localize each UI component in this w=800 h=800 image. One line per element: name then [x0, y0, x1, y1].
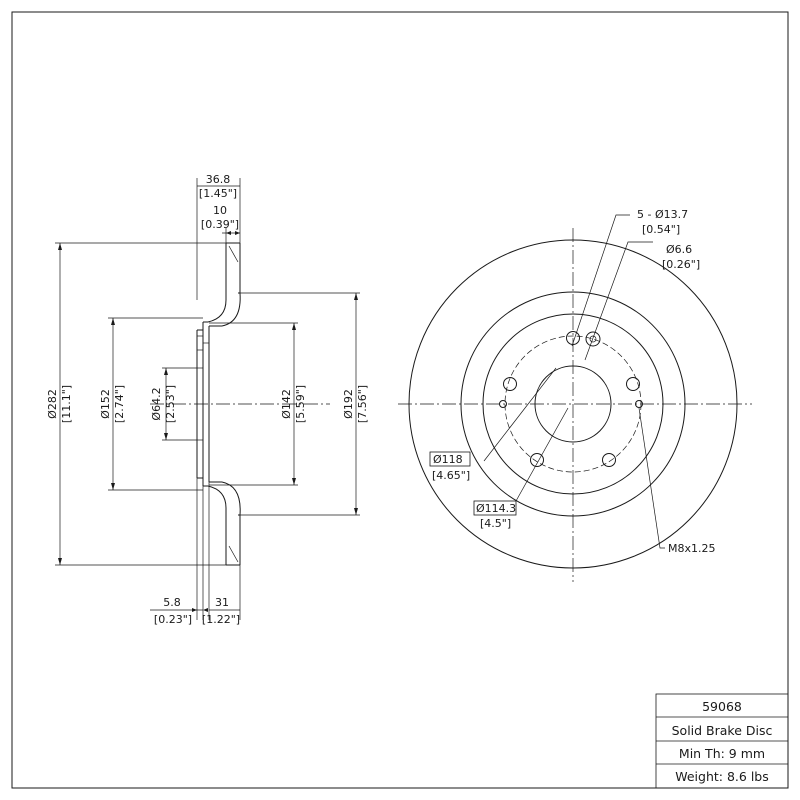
- dim-inner-hat-in: [5.59"]: [294, 385, 307, 423]
- center-bore-circle: [534, 365, 612, 443]
- title-block: 59068 Solid Brake Disc Min Th: 9 mm Weig…: [655, 693, 789, 789]
- label-bolt-holes: 5 - Ø13.7: [637, 208, 688, 221]
- dim-hat-diameter: Ø152: [99, 389, 112, 419]
- dim-overall-width-in: [1.45"]: [199, 187, 237, 200]
- bolt-hole: [626, 377, 640, 391]
- dimension-36-8: 36.8 [1.45"]: [196, 173, 241, 300]
- dimension-282: Ø282 [11.1"]: [46, 242, 226, 566]
- dimension-142: Ø142 [5.59"]: [209, 322, 307, 486]
- bolt-hole: [503, 377, 517, 391]
- weight: Weight: 8.6 lbs: [675, 769, 769, 784]
- dimension-10: 10 [0.39"]: [201, 204, 240, 243]
- leaders: [483, 214, 665, 549]
- part-number: 59068: [702, 699, 742, 714]
- small-holes: [499, 331, 643, 408]
- pcd-bolt-box: [473, 500, 517, 516]
- bolt-holes: [503, 331, 640, 467]
- friction-inner-circle: [460, 291, 686, 517]
- outer-rim-circle: [408, 239, 738, 569]
- hat-circle: [482, 313, 664, 495]
- dim-inner-hat: Ø142: [280, 389, 293, 419]
- label-small-hole-in: [0.26"]: [662, 258, 700, 271]
- dim-hat-thickness-in: [0.23"]: [154, 613, 192, 626]
- dim-friction-inner-in: [7.56"]: [356, 385, 369, 423]
- dimension-192: Ø192 [7.56"]: [240, 292, 369, 516]
- bolt-pcd-circle: [504, 335, 642, 473]
- dimension-152: Ø152 [2.74"]: [99, 317, 203, 491]
- dim-center-bore-in: [2.53"]: [164, 385, 177, 423]
- dim-rotor-height: 31: [215, 596, 229, 609]
- label-pcd-outer-in: [4.65"]: [432, 469, 470, 482]
- dim-rotor-height-in: [1.22"]: [202, 613, 240, 626]
- front-view: 5 - Ø13.7 [0.54"] Ø6.6 [0.26"] Ø118 [4.6…: [398, 208, 752, 582]
- drawing-border: [11, 11, 789, 789]
- dimension-64-2: Ø64.2 [2.53"]: [150, 367, 197, 441]
- dimension-5-8: 5.8 [0.23"]: [150, 478, 208, 626]
- bolt-hole: [530, 453, 544, 467]
- bolt-hole: [602, 453, 616, 467]
- dim-friction-inner: Ø192: [342, 389, 355, 419]
- small-hole: [585, 331, 601, 347]
- dim-outer-diameter-in: [11.1"]: [60, 385, 73, 423]
- label-pcd-outer: Ø118: [433, 453, 463, 466]
- dim-hat-thickness: 5.8: [163, 596, 181, 609]
- dim-hat-depth: 10: [213, 204, 227, 217]
- threaded-hole: [635, 400, 643, 408]
- label-pcd-bolt: Ø114.3: [476, 502, 516, 515]
- pcd-outer-box: [429, 451, 471, 467]
- part-description: Solid Brake Disc: [672, 723, 773, 738]
- min-thickness: Min Th: 9 mm: [679, 746, 765, 761]
- small-hole: [499, 400, 507, 408]
- label-small-hole: Ø6.6: [666, 243, 692, 256]
- dim-outer-diameter: Ø282: [46, 389, 59, 419]
- label-thread: M8x1.25: [668, 542, 716, 555]
- dim-hat-diameter-in: [2.74"]: [113, 385, 126, 423]
- dim-center-bore: Ø64.2: [150, 387, 163, 420]
- label-pcd-bolt-in: [4.5"]: [480, 517, 511, 530]
- label-bolt-holes-in: [0.54"]: [642, 223, 680, 236]
- bolt-hole: [566, 331, 580, 345]
- dimension-31: 31 [1.22"]: [202, 482, 241, 626]
- dim-hat-depth-in: [0.39"]: [201, 218, 239, 231]
- side-view: 36.8 [1.45"] 10 [0.39"] Ø282 [11.1"]: [46, 173, 369, 626]
- dim-overall-width: 36.8: [206, 173, 231, 186]
